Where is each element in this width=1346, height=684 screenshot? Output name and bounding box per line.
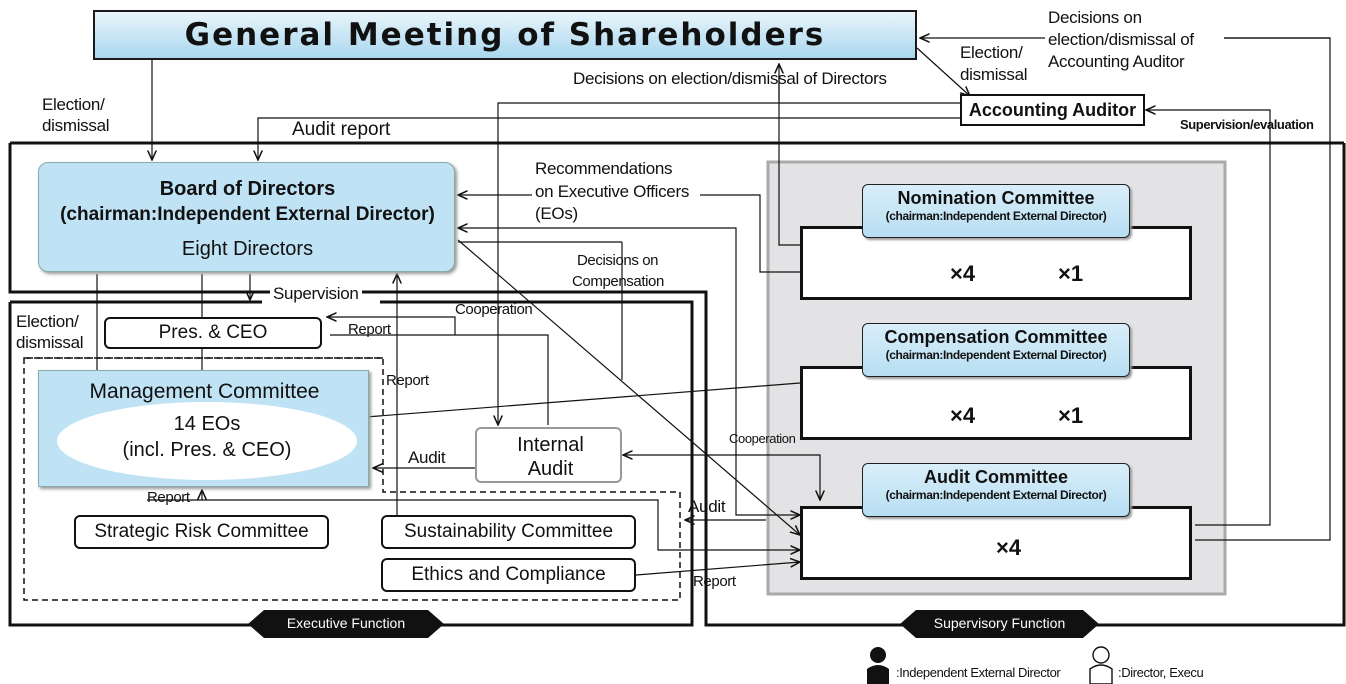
nomination-int-count: ×1 [1058, 261, 1084, 286]
label-decisions-aa3: Accounting Auditor [1048, 52, 1185, 71]
label-audit-ac: Audit [688, 497, 726, 516]
supervisory-function-label: Supervisory Function [933, 615, 1066, 631]
audit-committee-header: Audit Committee (chairman:Independent Ex… [862, 463, 1130, 517]
nomination-name: Nomination Committee [897, 188, 1095, 208]
compensation-name: Compensation Committee [884, 327, 1108, 347]
label-election-a2: dismissal [42, 116, 110, 135]
strategic-risk-committee-box: Strategic Risk Committee [74, 515, 329, 549]
label-supervision-evaluation: Supervision/evaluation [1180, 117, 1314, 132]
label-report-ethics: Report [693, 573, 736, 590]
internal-audit-box: Internal Audit [475, 427, 622, 483]
board-chair: (chairman:Independent External Director) [60, 204, 435, 225]
label-recommendations2: on Executive Officers [535, 182, 690, 201]
sustainability-label: Sustainability Committee [403, 521, 614, 542]
legend-director: :Director, Execu [1118, 665, 1204, 680]
sustainability-committee-box: Sustainability Committee [381, 515, 636, 549]
pres-ceo-label: Pres. & CEO [158, 322, 268, 343]
nomination-chair: (chairman:Independent External Director) [885, 209, 1107, 223]
label-report-strat: Report [147, 489, 190, 506]
label-audit-ia: Audit [408, 448, 446, 467]
compensation-committee-body [800, 366, 1192, 440]
label-report-vertical: Report [386, 372, 429, 389]
label-election-b1: Election/ [960, 43, 1023, 62]
strategic-risk-label: Strategic Risk Committee [94, 521, 309, 542]
accounting-auditor-box: Accounting Auditor [960, 94, 1145, 126]
label-decisions-comp2: Compensation [572, 273, 664, 290]
board-of-directors-box: Board of Directors (chairman:Independent… [38, 162, 455, 272]
audit-committee-chair: (chairman:Independent External Director) [885, 488, 1107, 502]
ethics-compliance-box: Ethics and Compliance [381, 558, 636, 592]
label-election-c1: Election/ [16, 312, 79, 331]
accounting-auditor-label: Accounting Auditor [968, 99, 1137, 120]
board-size: Eight Directors [181, 238, 314, 260]
label-decisions-directors: Decisions on election/dismissal of Direc… [573, 69, 887, 88]
ethics-label: Ethics and Compliance [411, 564, 606, 585]
supervisory-function-pill [900, 610, 1099, 638]
executive-function-pill [248, 610, 444, 638]
label-decisions-aa2: election/dismissal of [1048, 30, 1194, 49]
label-supervision: Supervision [270, 285, 362, 303]
pres-ceo-box: Pres. & CEO [104, 317, 322, 349]
label-recommendations1: Recommendations [535, 159, 673, 178]
label-decisions-comp1: Decisions on [577, 252, 659, 269]
nomination-ext-count: ×4 [950, 261, 976, 286]
compensation-int-count: ×1 [1058, 403, 1084, 428]
internal-audit-line1: Internal [517, 434, 584, 456]
compensation-ext-count: ×4 [950, 403, 976, 428]
board-title: Board of Directors [159, 178, 336, 200]
label-cooperation-ac: Cooperation [729, 431, 796, 446]
eos-incl: (incl. Pres. & CEO) [122, 439, 292, 461]
gmos-title: General Meeting of Shareholders [184, 17, 826, 53]
management-title: Management Committee [89, 380, 320, 403]
compensation-chair: (chairman:Independent External Director) [885, 348, 1107, 362]
label-election-c2: dismissal [16, 333, 84, 352]
label-recommendations3: (EOs) [535, 204, 578, 223]
label-audit-report: Audit report [292, 119, 391, 140]
eos-count: 14 EOs [173, 413, 241, 435]
label-cooperation-ia: Cooperation [455, 301, 533, 318]
internal-audit-line2: Audit [527, 458, 574, 480]
label-election-b2: dismissal [960, 65, 1028, 84]
compensation-committee-header: Compensation Committee (chairman:Indepen… [862, 323, 1130, 377]
nomination-committee-header: Nomination Committee (chairman:Independe… [862, 184, 1130, 238]
label-election-a1: Election/ [42, 95, 105, 114]
audit-committee-name: Audit Committee [924, 467, 1068, 487]
legend-independent: :Independent External Director [896, 665, 1061, 680]
audit-ext-count: ×4 [996, 535, 1022, 560]
label-report-ceo: Report [348, 321, 391, 338]
label-decisions-aa1: Decisions on [1048, 8, 1142, 27]
executive-function-label: Executive Function [286, 615, 406, 631]
general-meeting-of-shareholders: General Meeting of Shareholders [93, 10, 917, 60]
eos-ellipse: 14 EOs (incl. Pres. & CEO) [57, 402, 357, 480]
